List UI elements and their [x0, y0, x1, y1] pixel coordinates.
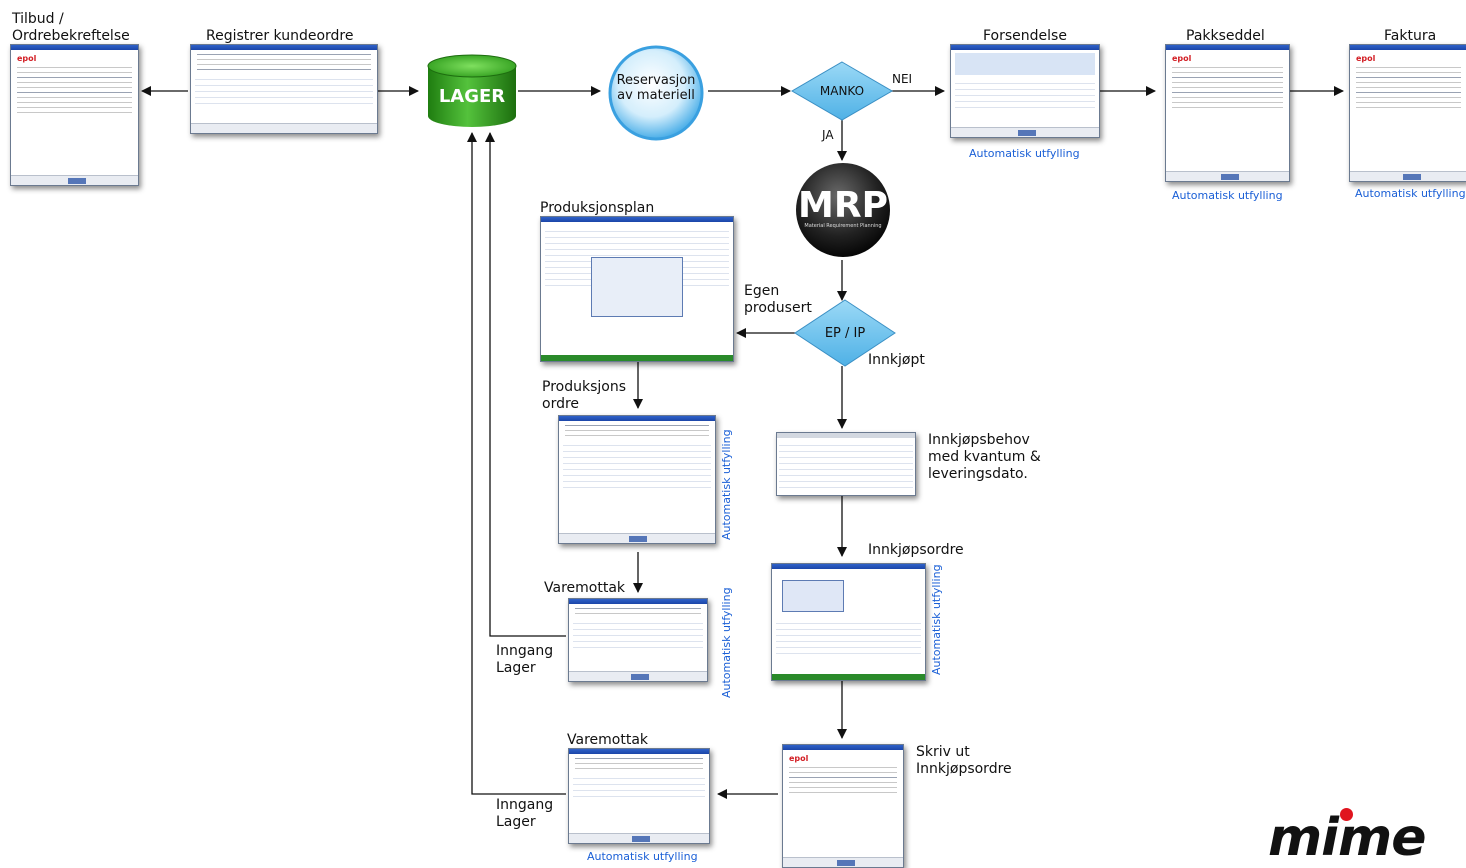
produksjonsordre-label: Produksjons ordre	[542, 379, 626, 412]
inngang-lager-1-label: Inngang Lager	[496, 643, 554, 676]
reservasjon-label: Reservasjon av materiell	[616, 73, 696, 103]
auto-fill-varemottak-2: Automatisk utfylling	[587, 850, 698, 863]
varemottak-1-thumbnail	[568, 598, 708, 682]
varemottak-2-thumbnail	[568, 748, 710, 844]
pakkseddel-thumbnail: epol	[1165, 44, 1290, 182]
varemottak-2-label: Varemottak	[567, 732, 648, 748]
faktura-thumbnail: epol	[1349, 44, 1466, 182]
auto-fill-varemottak-1: Automatisk utfylling	[720, 587, 733, 698]
innkjopsordre-label: Innkjøpsordre	[868, 542, 964, 558]
nei-label: NEI	[892, 72, 913, 86]
varemottak-1-label: Varemottak	[544, 580, 625, 596]
tilbud-thumbnail: epol	[10, 44, 139, 186]
auto-fill-produksjonsordre: Automatisk utfylling	[720, 429, 733, 540]
tilbud-label: Tilbud / Ordrebekreftelse	[12, 11, 130, 44]
inngang-lager-2-label: Inngang Lager	[496, 797, 554, 830]
ja-label: JA	[822, 128, 834, 142]
forsendelse-label: Forsendelse	[983, 28, 1067, 44]
epip-label: EP / IP	[824, 326, 866, 341]
connectors	[141, 86, 1344, 799]
auto-fill-forsendelse: Automatisk utfylling	[969, 147, 1080, 160]
produksjonsplan-thumbnail	[540, 216, 734, 362]
produksjonsplan-label: Produksjonsplan	[540, 200, 655, 216]
registrer-kundeordre-thumbnail	[190, 44, 378, 134]
epol-logo-faktura: epol	[1356, 54, 1376, 63]
epol-logo-innkjopsordre: epol	[789, 754, 809, 763]
mrp-sphere	[796, 163, 890, 257]
egen-produsert-label: Egen produsert	[744, 283, 812, 316]
forsendelse-thumbnail	[950, 44, 1100, 138]
epol-logo: epol	[17, 54, 37, 63]
registrer-label: Registrer kundeordre	[206, 28, 354, 44]
mrp-sub-label: Material Requirement Planning	[804, 223, 882, 229]
auto-fill-faktura: Automatisk utfylling	[1355, 187, 1466, 200]
auto-fill-pakkseddel: Automatisk utfylling	[1172, 189, 1283, 202]
innkjopsbehov-label: Innkjøpsbehov med kvantum & leveringsdat…	[928, 432, 1041, 482]
reservasjon-circle	[608, 45, 704, 141]
mrp-label: MRP	[798, 185, 888, 226]
epip-diamond	[794, 299, 896, 367]
innkjopsbehov-thumbnail	[776, 432, 916, 496]
innkjopt-label: Innkjøpt	[868, 352, 925, 368]
manko-diamond	[791, 61, 893, 121]
produksjonsordre-thumbnail	[558, 415, 716, 544]
manko-label: MANKO	[819, 84, 865, 98]
mime-logo-dot	[1340, 808, 1353, 821]
skriv-ut-innkjopsordre-thumbnail: epol	[782, 744, 904, 868]
mime-logo: mime	[1268, 808, 1464, 864]
innkjopsordre-thumbnail	[771, 563, 926, 681]
lager-label: LAGER	[438, 86, 506, 107]
arrow-varemottak1-to-lager	[485, 132, 566, 637]
epol-logo-pakkseddel: epol	[1172, 54, 1192, 63]
mime-logo-text: mime	[1268, 808, 1426, 868]
pakkseddel-label: Pakkseddel	[1186, 28, 1265, 44]
lager-cylinder	[427, 54, 517, 127]
arrow-varemottak2-to-lager	[467, 132, 566, 795]
auto-fill-innkjopsordre: Automatisk utfylling	[930, 564, 943, 675]
faktura-label: Faktura	[1384, 28, 1437, 44]
skriv-ut-label: Skriv ut Innkjøpsordre	[916, 744, 1012, 777]
